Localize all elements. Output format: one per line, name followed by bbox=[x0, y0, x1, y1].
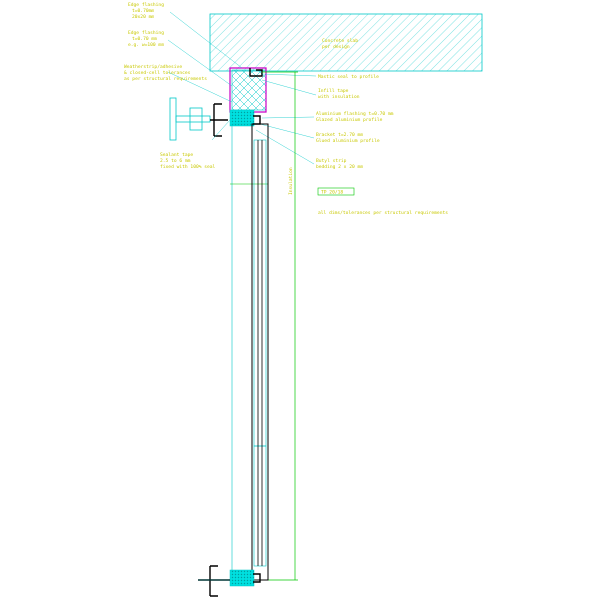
cyan-seal-bottom bbox=[229, 569, 255, 587]
concrete-label-1: Concrete slab bbox=[322, 38, 358, 44]
dimension-label: Insulation bbox=[288, 167, 294, 195]
black-clip-bottom bbox=[253, 573, 261, 583]
aluminium-l1: Aluminium flashing t=0.70 mm bbox=[316, 111, 394, 117]
sealant-l3: fixed with 100% seal bbox=[160, 164, 216, 170]
dimension-line bbox=[262, 71, 298, 581]
edge-flashing-2-l3: e.g. w=100 mm bbox=[128, 42, 164, 48]
glazing-frame-lower bbox=[253, 445, 267, 567]
panel-face bbox=[231, 123, 253, 581]
edge-flashing-1-l2: t=0.70mm bbox=[132, 8, 154, 14]
sealant-l1: Sealant tape bbox=[160, 152, 193, 158]
insulation-l1: Infill tape bbox=[318, 88, 349, 94]
i-beam bbox=[169, 97, 211, 141]
glazing-cavity bbox=[251, 123, 269, 581]
bracket-l1: Bracket t=2.70 mm bbox=[316, 132, 363, 138]
glazing-frame-upper bbox=[253, 139, 267, 447]
aluminium-l2: Glazed aluminium profile bbox=[316, 117, 383, 123]
black-bracket-top bbox=[210, 103, 228, 137]
magenta-profile bbox=[229, 67, 267, 113]
concrete-label-2: per design bbox=[322, 44, 350, 50]
edge-flashing-2-l2: t=0.70 mm bbox=[132, 36, 157, 42]
concrete-slab bbox=[209, 13, 483, 72]
weatherstrip-l2: & closed-cell tolerances bbox=[124, 70, 191, 76]
butyl-l1: Butyl strip bbox=[316, 158, 347, 164]
weatherstrip-l3: as per structural requirements bbox=[124, 76, 207, 82]
black-profile-top bbox=[249, 68, 263, 77]
leader-lines bbox=[167, 11, 317, 165]
sealant-l2: 2.5 to 6 mm bbox=[160, 158, 191, 164]
cyan-seal-top bbox=[229, 109, 255, 127]
insulation-l2: with insulation bbox=[318, 94, 360, 100]
note-label: all dims/tolerances per structural requi… bbox=[318, 210, 448, 216]
black-bracket-bottom bbox=[198, 565, 230, 597]
mastic-label: Mastic seal to profile bbox=[318, 74, 379, 80]
edge-flashing-2-l1: Edge flashing bbox=[128, 30, 164, 36]
legend-box-label: TP 20/18 bbox=[321, 190, 343, 196]
bracket-l2: Glued aluminium profile bbox=[316, 138, 380, 144]
weatherstrip-l1: Weatherstrip/adhesive bbox=[124, 64, 182, 70]
edge-flashing-1-l3: 20x20 mm bbox=[132, 14, 154, 20]
legend-box bbox=[317, 187, 355, 196]
edge-flashing-1-l1: Edge flashing bbox=[128, 2, 164, 8]
butyl-l2: bedding 2 x 20 mm bbox=[316, 164, 363, 170]
